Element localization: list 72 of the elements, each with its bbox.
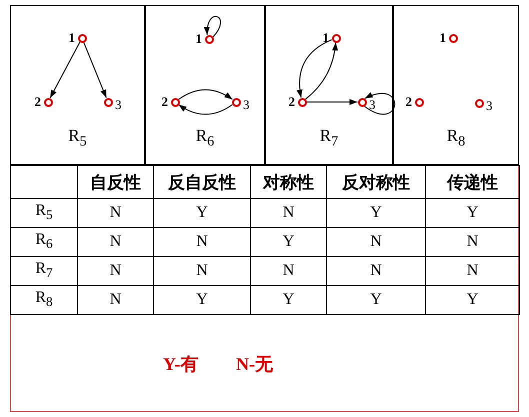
vertex-label: 1 xyxy=(322,31,329,45)
vertex-circle xyxy=(474,98,484,108)
vertex-circle xyxy=(204,34,214,44)
value-text: N xyxy=(196,233,208,251)
value-text: N xyxy=(196,262,208,280)
value-text: Y xyxy=(196,204,208,222)
arrow xyxy=(204,16,221,38)
value-text: Y xyxy=(282,291,294,309)
vertex-circle xyxy=(104,98,112,106)
vertex-label: 1 xyxy=(68,31,75,45)
vertex-label: 1 xyxy=(440,31,446,45)
vertex-circle xyxy=(44,98,52,106)
row-header: R$_{7}$ xyxy=(35,260,53,282)
vertex-label: 2 xyxy=(406,95,412,109)
arrow xyxy=(305,42,338,100)
value-text: N xyxy=(110,204,122,222)
value-text: Y xyxy=(370,291,382,309)
value-text: N xyxy=(466,262,478,280)
graph-panel xyxy=(393,5,519,165)
column-header: 反对称性 xyxy=(342,172,410,194)
value-text: Y xyxy=(282,233,294,251)
vertex-label: 1 xyxy=(196,32,202,46)
vertex-label: 2 xyxy=(162,95,168,109)
value-text: N xyxy=(110,233,122,251)
graph-panel xyxy=(145,5,265,165)
panel-caption: R$_{8}$ xyxy=(446,126,466,150)
arrow xyxy=(306,99,358,105)
vertex-circle xyxy=(78,34,86,42)
column-header: 对称性 xyxy=(263,172,314,194)
vertex-circle xyxy=(232,98,240,106)
vertex-label: 2 xyxy=(34,95,41,109)
arrow xyxy=(296,39,332,98)
graph-panel xyxy=(265,5,393,165)
vertex-circle xyxy=(332,34,340,42)
row-header: R$_{8}$ xyxy=(35,289,53,311)
value-text: N xyxy=(370,233,382,251)
value-text: N xyxy=(370,262,382,280)
vertex-circle xyxy=(448,34,458,42)
column-header: 反自反性 xyxy=(168,172,236,194)
arrow xyxy=(178,89,233,100)
vertex-circle xyxy=(298,98,306,106)
row-header: R$_{5}$ xyxy=(35,202,53,224)
arrow xyxy=(50,42,80,98)
value-text: N xyxy=(110,291,122,309)
vertex-label: 3 xyxy=(243,98,250,112)
value-text: Y xyxy=(466,291,478,309)
vertex-circle xyxy=(170,98,180,106)
vertex-circle xyxy=(358,98,366,106)
value-text: Y xyxy=(370,204,382,222)
value-text: N xyxy=(466,233,478,251)
value-text: N xyxy=(110,262,122,280)
vertex-circle xyxy=(414,98,424,106)
value-text: Y xyxy=(466,204,478,222)
panel-caption: R$_{5}$ xyxy=(68,126,87,150)
column-header: 自反性 xyxy=(90,172,141,194)
vertex-label: 2 xyxy=(288,95,295,109)
panel-caption: R$_{6}$ xyxy=(196,126,214,150)
value-text: N xyxy=(282,204,294,222)
legend-note: Y-有 xyxy=(163,353,198,376)
panel-caption: R$_{7}$ xyxy=(320,126,338,150)
graph-panel xyxy=(10,5,145,165)
value-text: N xyxy=(282,262,294,280)
vertex-label: 3 xyxy=(115,98,122,112)
vertex-label: 3 xyxy=(369,98,376,112)
legend-note: N-无 xyxy=(236,353,273,376)
arrow xyxy=(83,42,107,98)
value-text: Y xyxy=(196,291,208,309)
vertex-label: 3 xyxy=(486,99,492,113)
column-header: 传递性 xyxy=(447,172,498,194)
arrow xyxy=(178,104,233,115)
arrow xyxy=(364,92,396,114)
row-header: R$_{6}$ xyxy=(35,231,53,253)
